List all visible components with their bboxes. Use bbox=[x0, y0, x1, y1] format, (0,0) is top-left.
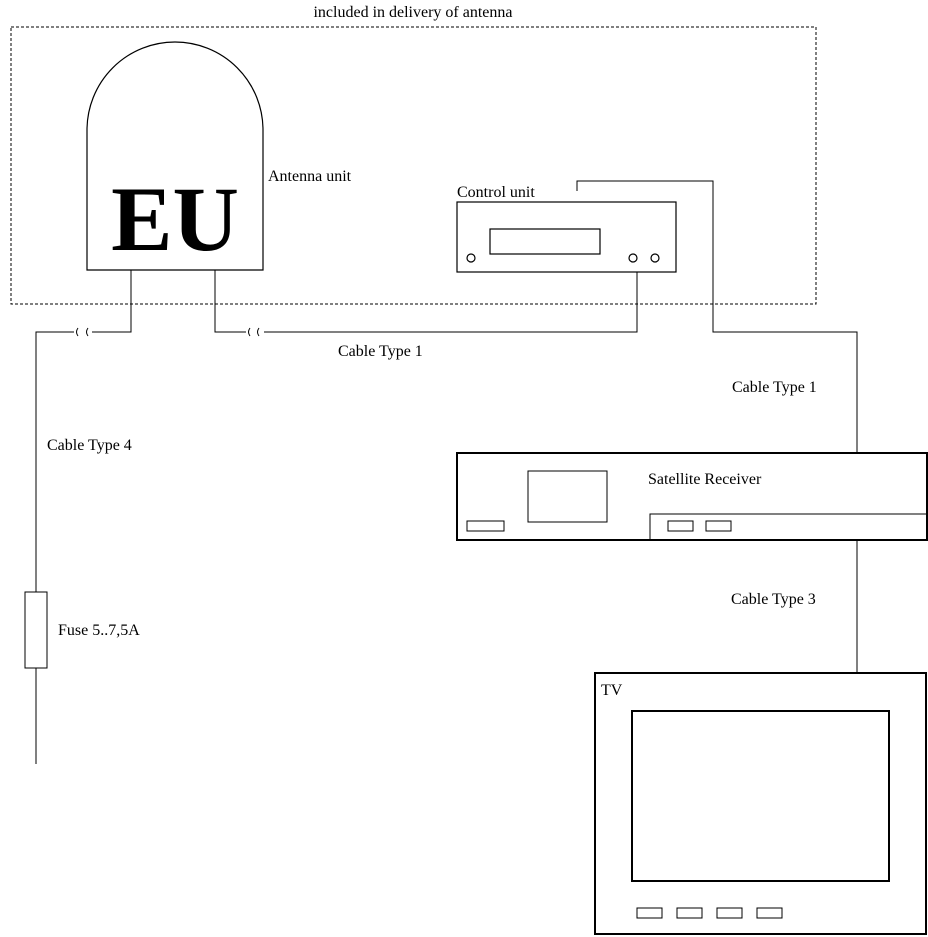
cable-power-lower bbox=[35, 331, 74, 592]
tv-label: TV bbox=[601, 682, 623, 699]
fuse bbox=[24, 591, 48, 669]
control-unit-display bbox=[489, 228, 601, 255]
tv-button-2 bbox=[676, 907, 703, 919]
tv-screen bbox=[631, 710, 890, 882]
cable-type-1-control-label: Cable Type 1 bbox=[338, 343, 423, 360]
cable-type-1-receiver-label: Cable Type 1 bbox=[732, 379, 817, 396]
control-unit-knob-left bbox=[466, 253, 476, 263]
cable-power-upper bbox=[92, 270, 132, 333]
delivery-boundary bbox=[10, 26, 817, 305]
antenna-logo: EU bbox=[111, 168, 239, 270]
control-unit-knob-mid bbox=[628, 253, 638, 263]
delivery-label: included in delivery of antenna bbox=[313, 4, 512, 21]
antenna-unit bbox=[86, 41, 264, 271]
cable-type-4-label: Cable Type 4 bbox=[47, 437, 132, 454]
tv-button-1 bbox=[636, 907, 663, 919]
control-unit-label: Control unit bbox=[457, 184, 535, 201]
control-unit-knob-right bbox=[650, 253, 660, 263]
tv-button-3 bbox=[716, 907, 743, 919]
cable-control-to-receiver bbox=[576, 180, 858, 453]
receiver-slot bbox=[466, 520, 505, 532]
tv-button-4 bbox=[756, 907, 783, 919]
cable-antenna-to-control bbox=[214, 270, 246, 333]
cable-type-3-label: Cable Type 3 bbox=[731, 591, 816, 608]
satellite-receiver-label: Satellite Receiver bbox=[648, 471, 762, 488]
antenna-unit-label: Antenna unit bbox=[268, 168, 352, 185]
receiver-button-1 bbox=[667, 520, 694, 532]
cable-break-symbol-power bbox=[76, 327, 89, 337]
cable-antenna-to-control-continued bbox=[264, 272, 638, 333]
receiver-front-panel bbox=[649, 513, 927, 540]
receiver-display bbox=[527, 470, 608, 523]
receiver-button-2 bbox=[705, 520, 732, 532]
cable-break-symbol bbox=[248, 327, 260, 337]
fuse-label: Fuse 5..7,5A bbox=[58, 622, 140, 639]
